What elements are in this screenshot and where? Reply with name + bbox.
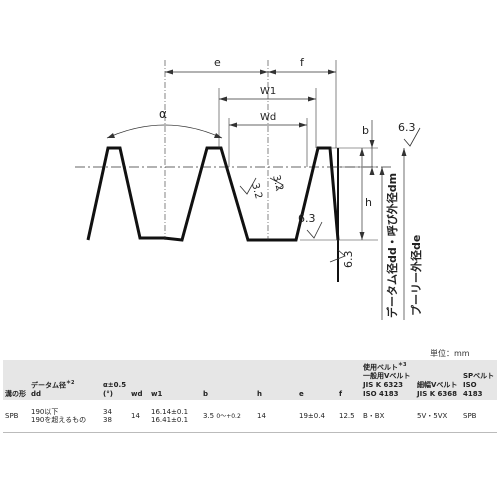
col-belt-sp: SPベルト ISO 4183 (461, 360, 497, 401)
cell-e: 19±0.4 (297, 400, 337, 434)
cell-alpha: 34 38 (101, 400, 129, 434)
roughness-mid: 6.3 (298, 212, 323, 239)
svg-text:6.3: 6.3 (298, 212, 316, 225)
col-e: e (297, 360, 337, 401)
col-belt-general: 使用ベルト＊3 一般用Vベルト JIS K 6323 ISO 4183 (361, 360, 415, 401)
spec-table: 溝の形 データム径＊2 dd α±0.5 (°) wd w1 b h e f 使… (3, 360, 497, 434)
svg-text:6.3: 6.3 (342, 251, 355, 269)
roughness-groove-left: 3.2 (239, 177, 264, 200)
cell-h: 14 (255, 400, 297, 434)
cell-w1: 16.14±0.1 16.41±0.1 (149, 400, 201, 434)
svg-text:3.2: 3.2 (249, 182, 264, 200)
label-datum-diameter: データム径dd・呼び外径dm (385, 173, 399, 318)
roughness-groove-right: 3.2 (269, 174, 285, 192)
label-f: f (300, 56, 305, 69)
cell-b: 3.5 0〜+0.2 (201, 400, 255, 434)
groove-diagram: e f W1 Wd α b h データム径dd・呼び外径dm プーリー外径de … (75, 56, 423, 320)
cell-belt-narrow: 5V・5VX (415, 400, 461, 434)
col-alpha: α±0.5 (°) (101, 360, 129, 401)
dim-alpha (106, 124, 223, 139)
label-h: h (365, 196, 372, 209)
label-pulley-outer-diameter: プーリー外径de (409, 235, 423, 316)
unit-label: 単位：mm (430, 349, 470, 358)
col-groove-type: 溝の形 (3, 360, 29, 401)
col-wd: wd (129, 360, 149, 401)
roughness-side: 6.3 (329, 249, 355, 269)
col-w1: w1 (149, 360, 201, 401)
label-wd: Wd (260, 112, 276, 123)
cell-f: 12.5 (337, 400, 361, 434)
table-row: SPB 190以下 190を超えるもの 34 38 14 16.14±0.1 1… (3, 400, 497, 434)
label-w1: W1 (260, 86, 276, 97)
cell-groove-type: SPB (3, 400, 29, 434)
svg-text:3.2: 3.2 (270, 174, 285, 192)
roughness-top: 6.3 (398, 121, 421, 147)
cell-belt-sp: SPB (461, 400, 497, 434)
col-belt-narrow: 細幅Vベルト JIS K 6368 (415, 360, 461, 401)
label-e: e (214, 56, 221, 69)
col-b: b (201, 360, 255, 401)
cell-datum-diameter: 190以下 190を超えるもの (29, 400, 101, 434)
col-h: h (255, 360, 297, 401)
label-alpha: α (159, 107, 167, 121)
col-datum-diameter: データム径＊2 dd (29, 360, 101, 401)
table-header-row: 溝の形 データム径＊2 dd α±0.5 (°) wd w1 b h e f 使… (3, 360, 497, 401)
col-f: f (337, 360, 361, 401)
svg-text:6.3: 6.3 (398, 121, 416, 134)
label-b: b (362, 124, 369, 137)
groove-profile (86, 146, 340, 242)
cell-belt-general: B・BX (361, 400, 415, 434)
cell-wd: 14 (129, 400, 149, 434)
